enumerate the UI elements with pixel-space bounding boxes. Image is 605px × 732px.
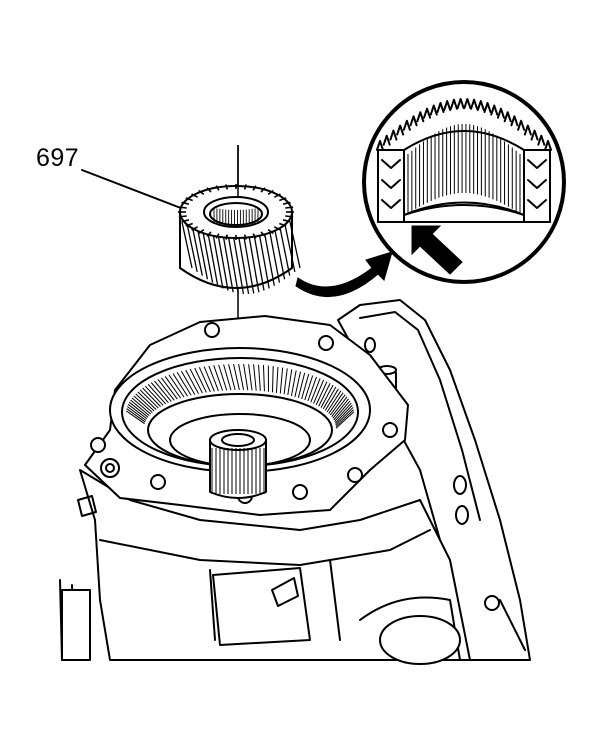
ring-gear-teeth — [125, 363, 355, 429]
detail-view — [362, 80, 566, 284]
curved-arrow-icon — [295, 251, 393, 298]
case-tab — [271, 577, 299, 607]
transmission-case — [59, 299, 531, 665]
part-number-label: 697 — [36, 144, 80, 172]
part-leader-line — [81, 169, 187, 211]
helical-gear-697[interactable] — [178, 184, 301, 295]
case-bolt — [484, 595, 500, 611]
pointer-arrow-icon — [411, 225, 463, 275]
